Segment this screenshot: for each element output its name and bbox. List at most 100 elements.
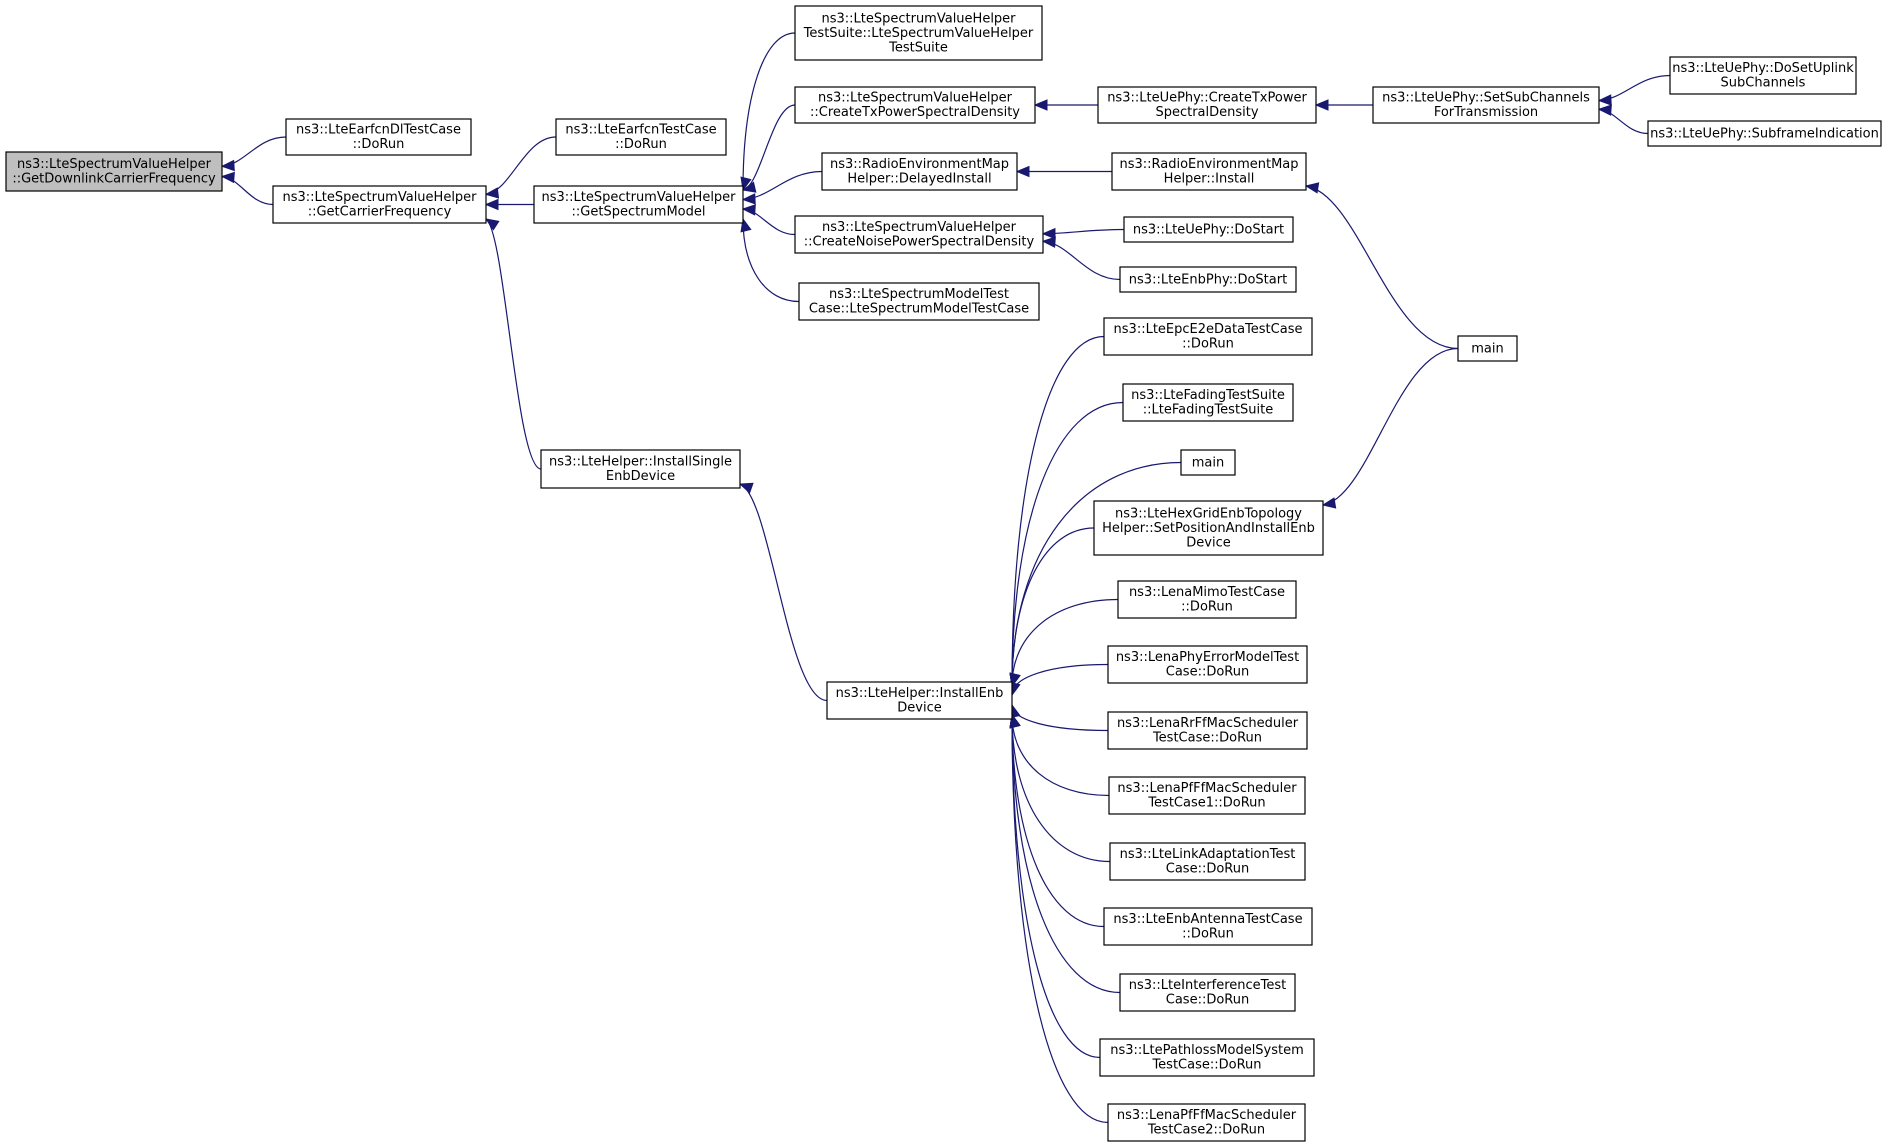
edge-installEnb-enbAntenna: [1009, 713, 1105, 928]
node-specModelTest[interactable]: ns3::LteSpectrumModelTestCase::LteSpectr…: [798, 282, 1040, 321]
node-box: [1109, 842, 1306, 881]
edge-arrowhead: [738, 482, 754, 494]
node-label: ns3::RadioEnvironmentMap: [1119, 157, 1298, 172]
edge-line: [739, 483, 828, 702]
node-label: ::LteFadingTestSuite: [1143, 403, 1274, 418]
node-label: ns3::LteFadingTestSuite: [1131, 388, 1285, 403]
edge-arrowhead: [741, 181, 757, 193]
edge-installEnb-pathloss: [1009, 713, 1101, 1059]
node-pathloss[interactable]: ns3::LtePathlossModelSystemTestCase::DoR…: [1099, 1038, 1315, 1077]
edge-arrowhead: [484, 187, 500, 199]
node-createNoise[interactable]: ns3::LteSpectrumValueHelper::CreateNoise…: [794, 215, 1044, 254]
node-label: ns3::LenaPhyErrorModelTest: [1116, 650, 1299, 665]
node-hexGrid[interactable]: ns3::LteHexGridEnbTopologyHelper::SetPos…: [1093, 500, 1324, 556]
node-lenaPf2[interactable]: ns3::LenaPfFfMacSchedulerTestCase2::DoRu…: [1107, 1103, 1306, 1142]
node-label: ns3::LtePathlossModelSystem: [1110, 1043, 1304, 1058]
edge-line: [485, 218, 542, 470]
edge-line: [742, 218, 800, 303]
edge-getSpectrum-specModelTest: [740, 217, 800, 303]
node-lenaMimo[interactable]: ns3::LenaMimoTestCase::DoRun: [1117, 580, 1297, 619]
node-testSuite[interactable]: ns3::LteSpectrumValueHelperTestSuite::Lt…: [794, 5, 1043, 61]
node-label: Device: [1186, 535, 1230, 550]
edge-arrowhead: [741, 204, 756, 216]
node-label: ::DoRun: [1181, 600, 1233, 615]
node-label: TestCase2::DoRun: [1147, 1123, 1265, 1138]
node-label: ns3::LteUePhy::DoSetUplink: [1672, 61, 1854, 76]
edge-installEnb-lenaMimo: [1009, 598, 1119, 688]
node-createTx[interactable]: ns3::LteSpectrumValueHelper::CreateTxPow…: [794, 86, 1036, 124]
edge-setSubCh-doSetUplink: [1597, 74, 1671, 106]
edge-getSpectrum-createNoise: [741, 204, 796, 236]
node-label: ns3::LteSpectrumValueHelper: [282, 190, 477, 205]
node-subframe[interactable]: ns3::LteUePhy::SubframeIndication: [1647, 120, 1882, 147]
node-label: Case::DoRun: [1166, 665, 1249, 680]
node-label: Device: [897, 701, 941, 716]
edge-getCarrier-earfcnTest: [484, 136, 557, 199]
edge-uePhyCreateTx-setSubCh: [1314, 99, 1373, 111]
edge-line: [1011, 714, 1110, 797]
edge-arrowhead: [484, 218, 500, 231]
node-main2[interactable]: main: [1180, 449, 1236, 476]
node-box: [1457, 335, 1518, 362]
node-root[interactable]: ns3::LteSpectrumValueHelper::GetDownlink…: [5, 151, 223, 192]
edge-line: [1011, 714, 1101, 1059]
edge-arrowhead: [1304, 182, 1320, 194]
node-box: [1099, 1038, 1315, 1077]
node-box: [1119, 266, 1297, 293]
edge-installEnb-lenaPf2: [1009, 713, 1109, 1124]
edge-arrowhead: [1597, 104, 1612, 116]
node-label: ns3::LteSpectrumValueHelper: [17, 157, 212, 172]
node-box: [1647, 120, 1882, 147]
node-label: ns3::LenaRrFfMacScheduler: [1117, 716, 1299, 731]
node-main1[interactable]: main: [1457, 335, 1518, 362]
node-earfcnTest[interactable]: ns3::LteEarfcnTestCase::DoRun: [555, 118, 727, 156]
edge-line: [1011, 704, 1109, 732]
node-label: ns3::LteUePhy::DoStart: [1133, 222, 1284, 237]
node-label: ::DoRun: [353, 137, 405, 152]
edge-line: [742, 32, 796, 191]
node-remDelayed[interactable]: ns3::RadioEnvironmentMapHelper::DelayedI…: [821, 152, 1018, 191]
node-fadingSuite[interactable]: ns3::LteFadingTestSuite::LteFadingTestSu…: [1122, 383, 1294, 422]
node-epcE2e[interactable]: ns3::LteEpcE2eDataTestCase::DoRun: [1103, 317, 1313, 356]
edge-arrowhead: [220, 159, 235, 172]
node-box: [1117, 580, 1297, 619]
node-box: [821, 152, 1018, 191]
edge-line: [1011, 663, 1109, 696]
node-box: [794, 215, 1044, 254]
node-label: ns3::LteSpectrumValueHelper: [541, 190, 736, 205]
node-enbPhyDoStart[interactable]: ns3::LteEnbPhy::DoStart: [1119, 266, 1297, 293]
node-label: main: [1471, 341, 1503, 356]
node-label: Helper::Install: [1164, 172, 1255, 187]
node-uePhyDoStart[interactable]: ns3::LteUePhy::DoStart: [1123, 216, 1294, 243]
edge-line: [1011, 714, 1121, 994]
node-label: SubChannels: [1721, 76, 1806, 91]
node-box: [826, 681, 1013, 720]
node-lenaPf1[interactable]: ns3::LenaPfFfMacSchedulerTestCase1::DoRu…: [1108, 776, 1306, 815]
node-label: ns3::LenaPfFfMacScheduler: [1117, 1108, 1297, 1123]
node-getSpectrum[interactable]: ns3::LteSpectrumValueHelper::GetSpectrum…: [533, 185, 744, 224]
node-enbAntenna[interactable]: ns3::LteEnbAntennaTestCase::DoRun: [1103, 907, 1313, 946]
node-label: Helper::SetPositionAndInstallEnb: [1102, 521, 1315, 536]
node-uePhyCreateTx[interactable]: ns3::LteUePhy::CreateTxPowerSpectralDens…: [1097, 86, 1317, 124]
node-getCarrier[interactable]: ns3::LteSpectrumValueHelper::GetCarrierF…: [272, 185, 487, 224]
edge-arrowhead: [1314, 99, 1329, 111]
node-label: ::DoRun: [615, 137, 667, 152]
node-box: [1103, 907, 1313, 946]
node-box: [1119, 973, 1296, 1012]
node-setSubCh[interactable]: ns3::LteUePhy::SetSubChannelsForTransmis…: [1372, 86, 1600, 124]
node-label: ns3::LteUePhy::SetSubChannels: [1382, 91, 1590, 106]
node-label: ::CreateNoisePowerSpectralDensity: [804, 235, 1035, 250]
node-box: [794, 5, 1043, 61]
node-box: [1097, 86, 1317, 124]
edge-arrowhead: [1041, 236, 1056, 248]
node-box: [285, 118, 472, 156]
node-earfcnDl[interactable]: ns3::LteEarfcnDlTestCase::DoRun: [285, 118, 472, 156]
